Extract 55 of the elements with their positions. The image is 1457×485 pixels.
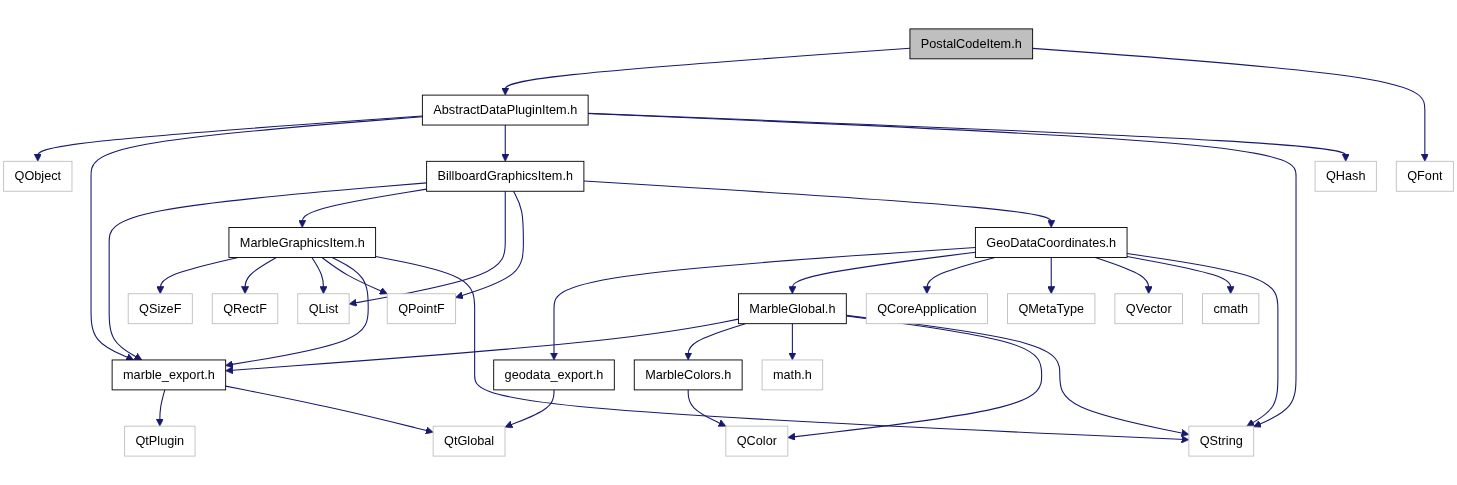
arrow: [225, 256, 369, 369]
arrow: [225, 318, 739, 375]
arrow: [684, 323, 746, 361]
arrow: [504, 389, 555, 429]
node-box: marble_export.h: [111, 359, 227, 391]
node-box: AbstractDataPluginItem.h: [421, 94, 589, 126]
node-box: MarbleColors.h: [633, 359, 743, 391]
arrow: [583, 180, 1056, 228]
node-box: QtPlugin: [124, 425, 196, 457]
node-box: BillboardGraphicsItem.h: [426, 160, 585, 192]
node-box: QSizeF: [127, 293, 193, 325]
arrow: [1126, 253, 1279, 427]
arrow: [225, 385, 434, 435]
arrow: [155, 389, 166, 427]
node-box: math.h: [761, 359, 824, 391]
arrow: [108, 182, 428, 361]
arrow: [550, 247, 976, 361]
node-box: QCoreApplication: [865, 293, 989, 325]
node-box: QMetaType: [1007, 293, 1096, 325]
node-box: QHash: [1314, 160, 1377, 192]
arrow: [321, 256, 388, 295]
node-box: QVector: [1114, 293, 1183, 325]
arrow: [1047, 256, 1056, 295]
arrow: [845, 314, 1190, 437]
node-box: cmath: [1202, 293, 1260, 325]
arrow: [788, 251, 976, 295]
arrow: [311, 256, 328, 295]
arrow: [455, 190, 524, 300]
arrow: [298, 188, 428, 228]
arrow: [90, 116, 423, 361]
node-box: QObject: [3, 160, 73, 192]
node-box: QtGlobal: [432, 425, 506, 457]
node-box: GeoDataCoordinates.h: [974, 227, 1128, 258]
node-box: QList: [297, 293, 350, 325]
node-box: PostalCodeItem.h: [909, 28, 1034, 60]
node-box: QString: [1188, 425, 1255, 457]
arrow: [788, 323, 797, 361]
node-box: QColor: [725, 425, 789, 457]
arrow: [33, 115, 423, 162]
arrow: [348, 190, 506, 307]
arrow: [787, 315, 1043, 441]
arrow: [241, 256, 277, 295]
node-box: QPointF: [386, 293, 457, 325]
node-box: MarbleGraphicsItem.h: [228, 227, 377, 258]
arrow: [1126, 255, 1235, 295]
arrow: [687, 389, 727, 427]
arrow: [501, 47, 911, 96]
arrow: [375, 256, 1190, 444]
node-box: QFont: [1395, 160, 1454, 192]
arrow: [1032, 47, 1429, 162]
node-box: MarbleGlobal.h: [738, 293, 847, 325]
node-box: geodata_export.h: [493, 359, 615, 391]
node-box: QRectF: [211, 293, 279, 325]
arrow: [501, 124, 510, 162]
arrow: [587, 112, 1350, 162]
